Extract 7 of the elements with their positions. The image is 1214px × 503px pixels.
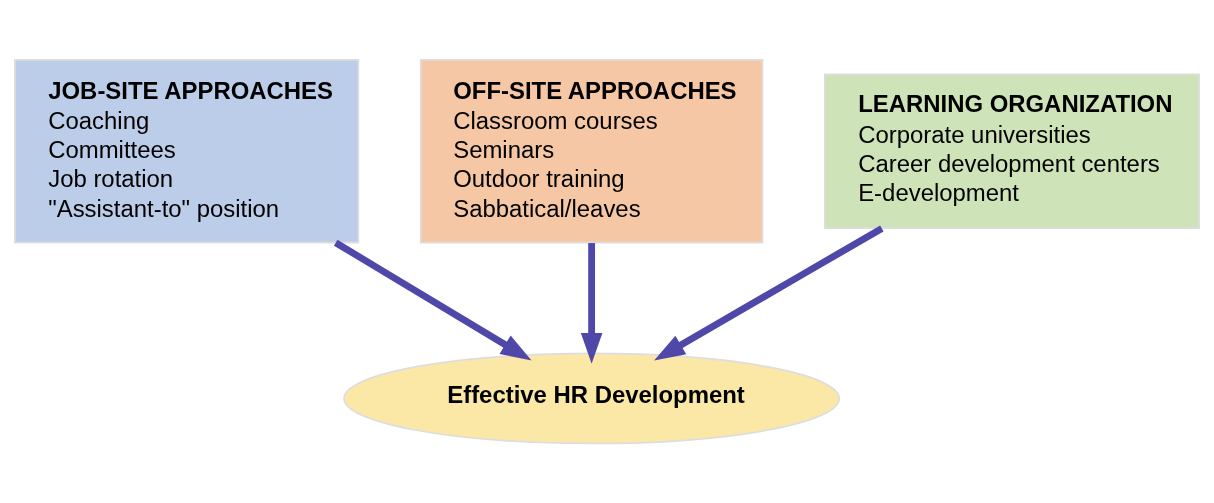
arrow bbox=[333, 239, 532, 361]
node-ellipse: Effective HR Development bbox=[343, 352, 841, 445]
node-box: LEARNING ORGANIZATION Corporate universities Career development centers E-development bbox=[824, 73, 1200, 229]
arrow bbox=[580, 243, 603, 364]
node-box: OFF-SITE APPROACHES Classroom courses Seminars Outdoor training Sabbatical/leaves bbox=[419, 59, 764, 244]
node-box: JOB-SITE APPROACHES Coaching Committees Job rotation "Assistant-to" position bbox=[14, 59, 360, 244]
arrow bbox=[654, 225, 884, 361]
